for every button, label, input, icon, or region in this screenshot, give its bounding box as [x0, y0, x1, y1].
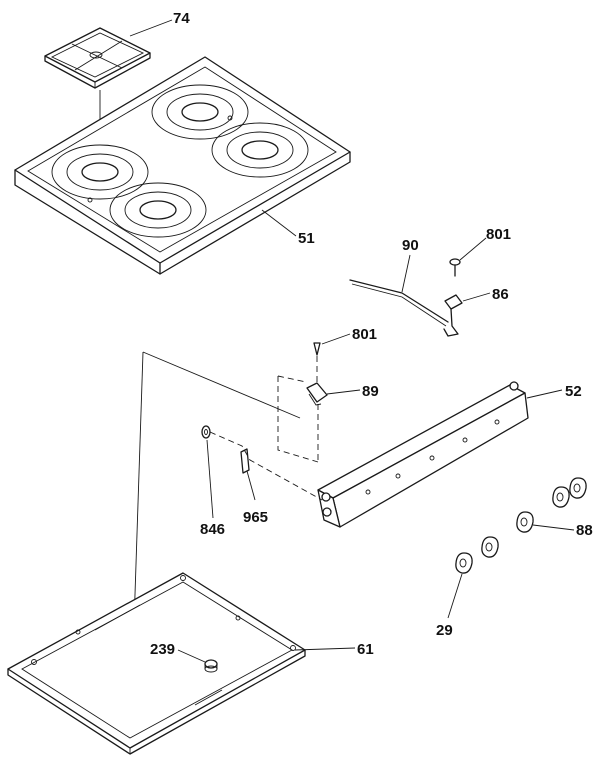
- knob-88-c[interactable]: [516, 511, 534, 533]
- rod-90[interactable]: [349, 279, 449, 327]
- burner-rear-right: [151, 84, 249, 140]
- leader-29: [447, 573, 463, 619]
- leader-61: [294, 647, 356, 651]
- callout-239: 239: [150, 641, 175, 658]
- screw-801-upper[interactable]: [449, 258, 461, 277]
- leader-846: [206, 439, 214, 519]
- callout-52: 52: [565, 383, 582, 400]
- callout-74: 74: [173, 10, 190, 27]
- knob-88-a[interactable]: [569, 477, 587, 499]
- leader-239: [177, 649, 206, 663]
- leader-801-upper: [459, 237, 487, 261]
- callout-86: 86: [492, 286, 509, 303]
- leader-88: [532, 524, 575, 531]
- callout-61: 61: [357, 641, 374, 658]
- spacer-846[interactable]: [201, 425, 211, 439]
- manifold-panel-52[interactable]: [317, 381, 529, 528]
- knob-29-b[interactable]: [455, 552, 473, 574]
- screw-801-lower[interactable]: [313, 342, 321, 356]
- callout-801-lower: 801: [352, 326, 377, 343]
- clip-965[interactable]: [240, 448, 250, 474]
- callout-89: 89: [362, 383, 379, 400]
- install-guide: [277, 356, 319, 463]
- bottom-pan-61[interactable]: [7, 572, 306, 755]
- leader-965: [246, 470, 256, 501]
- callout-90: 90: [402, 237, 419, 254]
- bracket-89[interactable]: [306, 382, 328, 406]
- leader-52: [526, 389, 563, 399]
- foot-239[interactable]: [204, 659, 218, 673]
- callout-51: 51: [298, 230, 315, 247]
- bracket-86[interactable]: [443, 294, 463, 337]
- callout-846: 846: [200, 521, 225, 538]
- callout-801-upper: 801: [486, 226, 511, 243]
- alignment-line: [209, 431, 323, 501]
- leader-89: [326, 389, 361, 395]
- callout-965: 965: [243, 509, 268, 526]
- leader-90: [401, 254, 411, 293]
- knob-88-b[interactable]: [552, 486, 570, 508]
- knob-29-a[interactable]: [481, 536, 499, 558]
- leader-86: [462, 292, 491, 302]
- callout-29: 29: [436, 622, 453, 639]
- burner-rear-left: [51, 144, 149, 200]
- leader-801-lower: [321, 333, 351, 345]
- grate-74[interactable]: [44, 27, 151, 89]
- callout-88: 88: [576, 522, 593, 539]
- burner-front-left: [109, 182, 207, 238]
- leader-51: [261, 209, 297, 237]
- burner-front-right: [211, 122, 309, 178]
- cooktop-51[interactable]: [14, 56, 351, 275]
- leader-74: [129, 19, 173, 37]
